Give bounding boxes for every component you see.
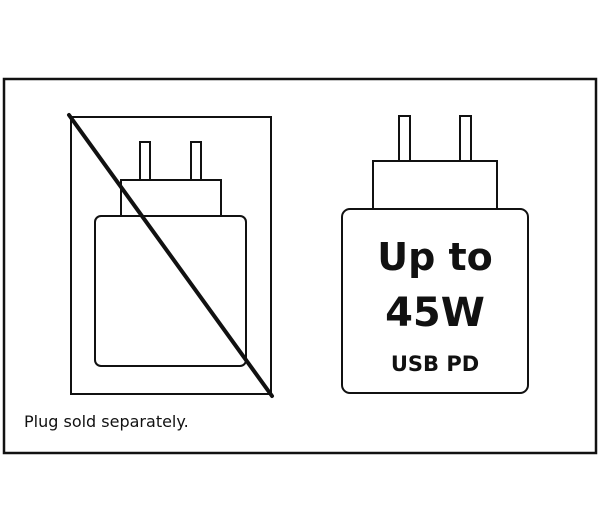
charger-label-line2: 45W	[385, 290, 485, 336]
charger-label-line3: USB PD	[391, 352, 479, 376]
crossed-plug-prong-left	[139, 141, 151, 181]
crossed-plug-prong-right	[190, 141, 202, 181]
charger-prong-left	[398, 115, 411, 162]
crossed-plug-body	[94, 215, 247, 367]
caption: Plug sold separately.	[24, 412, 189, 431]
plug-crossed-out-icon	[67, 113, 274, 398]
charger-neck	[372, 160, 498, 210]
crossed-plug-frame	[70, 116, 272, 395]
strike-through-line	[67, 113, 274, 398]
charger-label-line1: Up to	[377, 235, 493, 279]
charger-prong-right	[459, 115, 472, 162]
charger-body	[341, 208, 529, 394]
charger-plug-icon: Up to 45W USB PD	[341, 115, 529, 394]
